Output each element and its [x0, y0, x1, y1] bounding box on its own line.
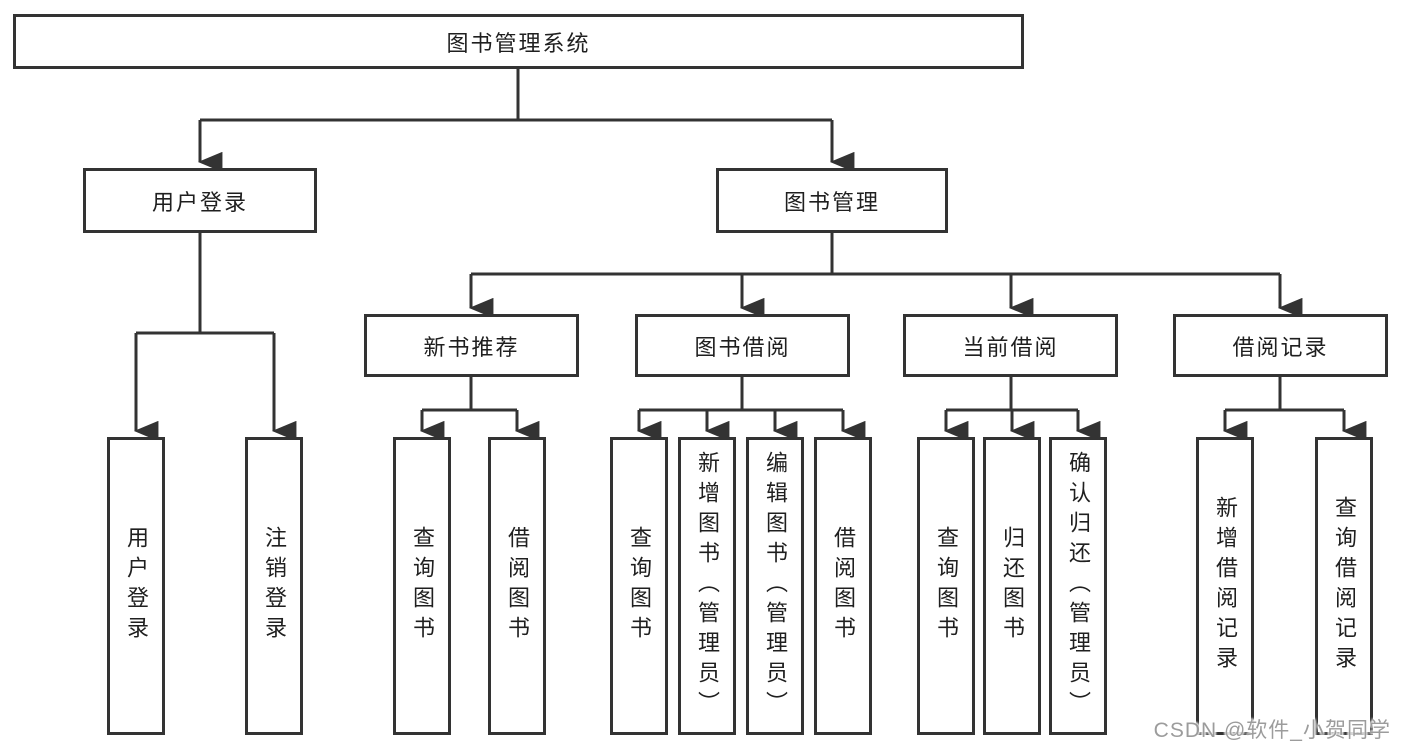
node-book-borrow-label: 图书借阅 [694, 334, 791, 360]
node-borrow-records-label: 借阅记录 [1232, 334, 1329, 360]
node-root-label: 图书管理系统 [446, 30, 591, 56]
leaf-query-books-recommend: 查询图书 [393, 437, 451, 735]
leaf-confirm-return-admin: 确认归还（管理员） [1049, 437, 1107, 735]
leaf-confirm-return-admin-label: 确认归还（管理员） [1066, 451, 1091, 721]
leaf-borrow-books-recommend-label: 借阅图书 [505, 526, 530, 646]
leaf-add-books-admin-label: 新增图书（管理员） [695, 451, 720, 721]
node-root: 图书管理系统 [13, 14, 1024, 69]
leaf-borrow-books-recommend: 借阅图书 [488, 437, 546, 735]
leaf-return-books-label: 归还图书 [1000, 526, 1025, 646]
leaf-query-borrow-record-label: 查询借阅记录 [1332, 496, 1357, 676]
node-user-login-label: 用户登录 [151, 189, 248, 215]
leaf-logout-label: 注销登录 [262, 526, 287, 646]
leaf-query-books-current: 查询图书 [917, 437, 975, 735]
node-new-book-recommend: 新书推荐 [364, 314, 579, 377]
leaf-add-books-admin: 新增图书（管理员） [678, 437, 736, 735]
node-book-management-label: 图书管理 [783, 189, 880, 215]
leaf-query-books-borrow-label: 查询图书 [627, 526, 652, 646]
leaf-return-books: 归还图书 [983, 437, 1041, 735]
node-current-borrow: 当前借阅 [903, 314, 1118, 377]
leaf-edit-books-admin: 编辑图书（管理员） [746, 437, 804, 735]
leaf-user-login-label: 用户登录 [124, 526, 149, 646]
node-book-management: 图书管理 [716, 168, 948, 233]
watermark: CSDN @软件_小贺同学 [1153, 719, 1391, 742]
leaf-logout: 注销登录 [245, 437, 303, 735]
node-book-borrow: 图书借阅 [635, 314, 850, 377]
leaf-edit-books-admin-label: 编辑图书（管理员） [763, 451, 788, 721]
node-borrow-records: 借阅记录 [1173, 314, 1388, 377]
node-new-book-recommend-label: 新书推荐 [423, 334, 520, 360]
leaf-query-borrow-record: 查询借阅记录 [1315, 437, 1373, 735]
leaf-borrow-books-label: 借阅图书 [831, 526, 856, 646]
leaf-borrow-books: 借阅图书 [814, 437, 872, 735]
leaf-add-borrow-record: 新增借阅记录 [1196, 437, 1254, 735]
node-user-login: 用户登录 [83, 168, 317, 233]
leaf-query-books-current-label: 查询图书 [934, 526, 959, 646]
leaf-query-books-recommend-label: 查询图书 [410, 526, 435, 646]
node-current-borrow-label: 当前借阅 [962, 334, 1059, 360]
leaf-query-books-borrow: 查询图书 [610, 437, 668, 735]
leaf-add-borrow-record-label: 新增借阅记录 [1213, 496, 1238, 676]
leaf-user-login: 用户登录 [107, 437, 165, 735]
